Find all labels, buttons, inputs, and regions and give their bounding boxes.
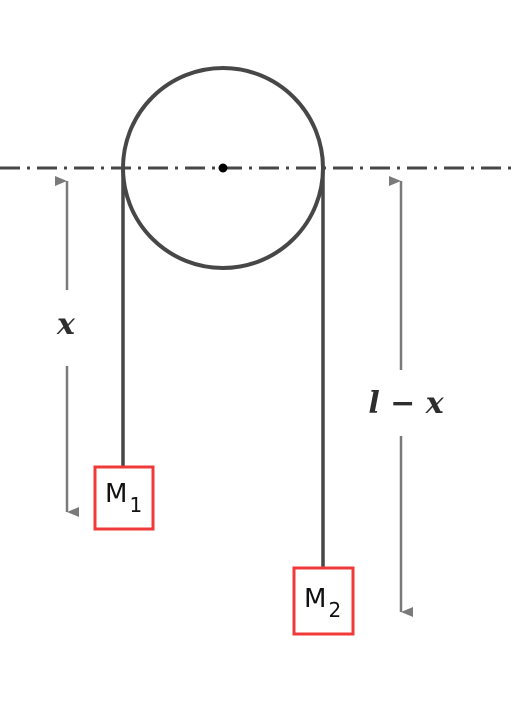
mass-m1-subscript: 1	[129, 493, 142, 517]
label-x: x	[56, 307, 76, 342]
dimension-x: x	[55, 176, 79, 517]
dimension-l-minus-x: l − x	[368, 176, 445, 617]
mass-m1-box	[93, 465, 155, 531]
mass-m2-name: M	[304, 584, 326, 614]
pulley-axle	[218, 163, 228, 173]
mass-m1-name: M	[105, 479, 127, 509]
label-l-minus-x: l − x	[368, 386, 444, 421]
mass-m2-box	[292, 566, 355, 636]
mass-m2-subscript: 2	[328, 598, 341, 622]
